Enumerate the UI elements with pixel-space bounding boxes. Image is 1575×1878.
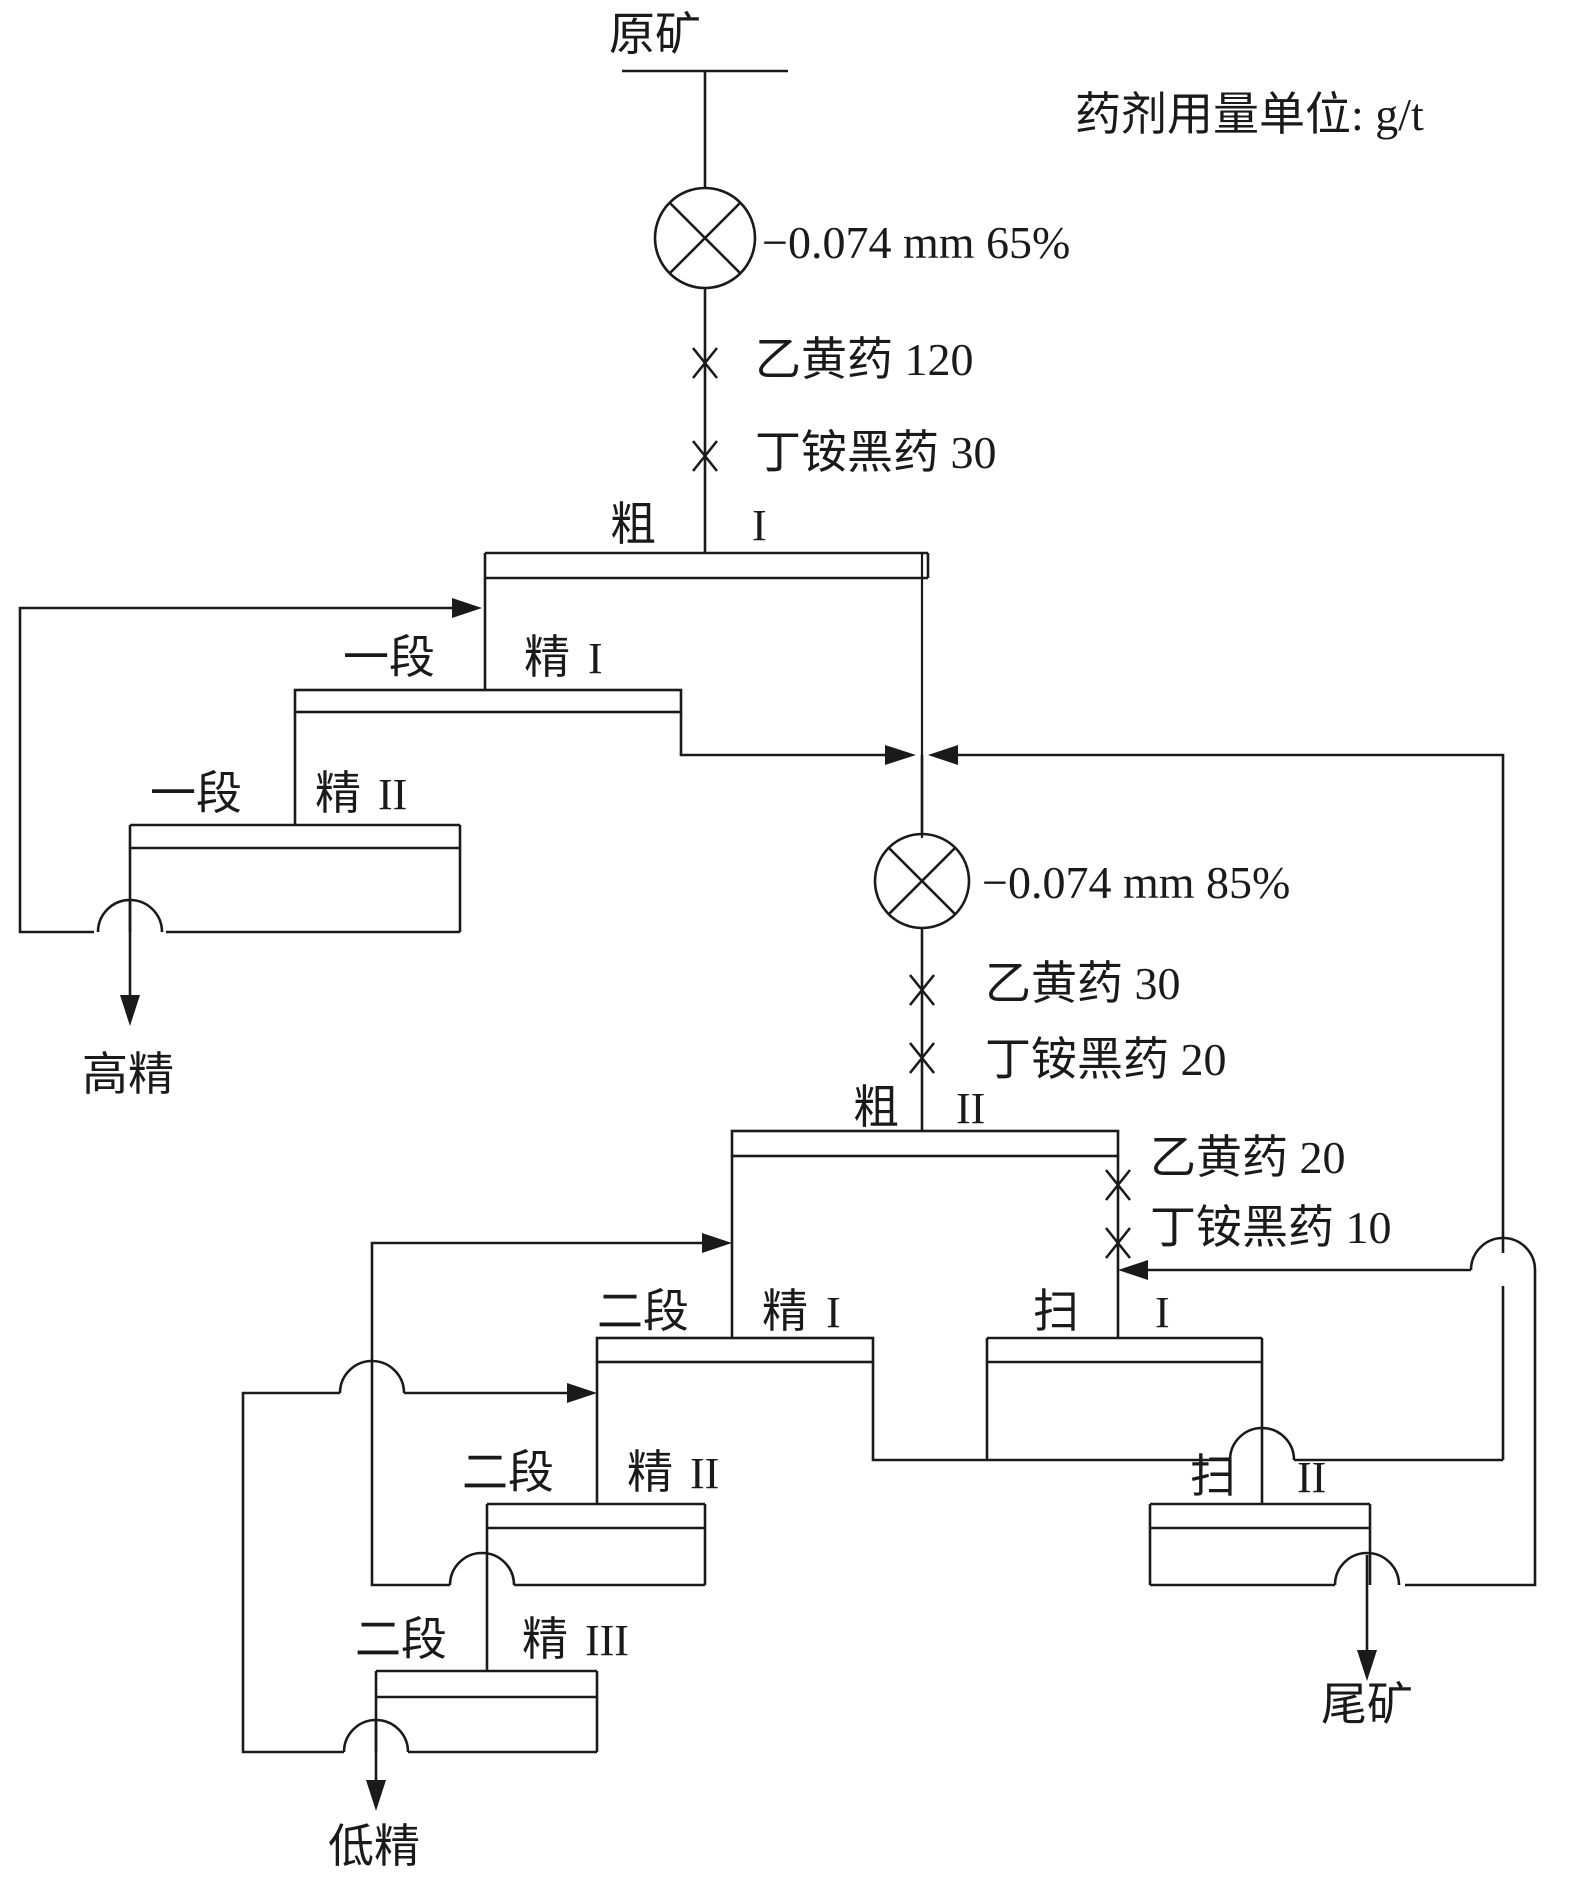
stage1-cleaner-1-tailing-arrowhead bbox=[885, 745, 916, 765]
grinding-mill-1-icon bbox=[653, 186, 757, 290]
reagent-addition-4-icon bbox=[908, 1042, 936, 1074]
stage1-cleaner-1-cell bbox=[293, 688, 683, 714]
scavenger-2-recycle-arrowhead bbox=[1118, 1260, 1148, 1280]
reagent-addition-6-icon bbox=[1104, 1227, 1132, 1259]
stage1-cleaner-2-cell bbox=[128, 823, 462, 934]
stage1-recycle-arrowhead bbox=[452, 598, 482, 618]
scavenger-1-cell bbox=[985, 1336, 1264, 1504]
scavenger-1-reagent-2: 丁铵黑药 10 bbox=[1150, 1202, 1392, 1253]
scavenger-1-name: 扫 bbox=[1033, 1286, 1079, 1337]
high-grade-concentrate-arrowhead bbox=[120, 995, 140, 1026]
rougher-1-reagent-2: 丁铵黑药 30 bbox=[755, 427, 997, 478]
stage1-cleaner-2-numeral: II bbox=[378, 770, 407, 819]
feed-label: 原矿 bbox=[609, 9, 701, 60]
reagent-addition-5-icon bbox=[1104, 1169, 1132, 1201]
grinding-mill-2-icon bbox=[873, 832, 971, 930]
rougher-1-reagent-1: 乙黄药 120 bbox=[755, 334, 974, 385]
scavenger-2-recycle-line bbox=[1148, 1268, 1537, 1587]
scavenger-recycle-arrowhead bbox=[928, 745, 958, 765]
rougher-1-cell bbox=[483, 551, 930, 690]
stage2-cleaner-1-stage: 二段 bbox=[597, 1286, 689, 1337]
stage2-cleaner-2-recycle-arrowhead bbox=[702, 1233, 732, 1253]
reagent-addition-3-icon bbox=[908, 974, 936, 1006]
stage2-cleaner-3-stage: 二段 bbox=[355, 1614, 447, 1665]
rougher-2-reagent-2: 丁铵黑药 20 bbox=[985, 1034, 1227, 1085]
stage2-cleaner-1-name: 精 bbox=[762, 1286, 808, 1337]
reagent-addition-2-icon bbox=[691, 440, 719, 472]
stage2-cleaner-3-name: 精 bbox=[522, 1614, 568, 1665]
stage2-cleaner-3-cell bbox=[374, 1669, 599, 1754]
low-grade-concentrate-arrowhead bbox=[366, 1780, 386, 1811]
stage1-cleaner-1-numeral: I bbox=[588, 634, 603, 683]
stage2-cleaner-2-stage: 二段 bbox=[462, 1447, 554, 1498]
rougher-1-name: 粗 bbox=[610, 499, 656, 550]
stage2-cleaner-2-numeral: II bbox=[690, 1449, 719, 1498]
rougher-2-cell bbox=[730, 1129, 1120, 1158]
stage2-cleaner-1-numeral: I bbox=[826, 1288, 841, 1337]
stage1-recycle-line bbox=[18, 606, 452, 934]
stage1-cleaner-1-tailing-line bbox=[679, 712, 885, 757]
stage2-cleaner-2-cell bbox=[485, 1502, 707, 1671]
rougher-2-reagent-1: 乙黄药 30 bbox=[985, 958, 1181, 1009]
scavenger-1-numeral: I bbox=[1155, 1288, 1170, 1337]
grinding-2-fineness: −0.074 mm 85% bbox=[982, 857, 1290, 908]
stage1-cleaner-2-stage: 一段 bbox=[150, 768, 242, 819]
scavenger-2-cell bbox=[1148, 1502, 1372, 1587]
stage2-cleaner-2-recycle-line bbox=[370, 1241, 702, 1587]
stage2-cleaner-1-tailing-line bbox=[871, 1362, 1230, 1462]
low-grade-concentrate-label: 低精 bbox=[328, 1821, 420, 1872]
grinding-1-fineness: −0.074 mm 65% bbox=[762, 217, 1070, 268]
rougher-1-numeral: I bbox=[752, 501, 767, 550]
stage2-cleaner-1-cell bbox=[595, 1336, 875, 1364]
stage2-cleaner-2-bridge-icon bbox=[448, 1551, 516, 1587]
stage2-cleaner-3-recycle-line bbox=[241, 1391, 567, 1754]
stage1-cleaner-1-name: 精 bbox=[524, 632, 570, 683]
tailings-label: 尾矿 bbox=[1321, 1679, 1413, 1730]
stage2-cleaner-3-numeral: III bbox=[585, 1616, 629, 1665]
reagent-addition-1-icon bbox=[691, 347, 719, 379]
tailings-arrowhead bbox=[1357, 1650, 1377, 1681]
stage1-cleaner-2-name: 精 bbox=[315, 768, 361, 819]
stage1-cleaner-1-stage: 一段 bbox=[343, 632, 435, 683]
rougher-2-numeral: II bbox=[956, 1084, 985, 1133]
scavenger-1-reagent-1: 乙黄药 20 bbox=[1150, 1132, 1346, 1183]
stage2-cleaner-3-recycle-arrowhead bbox=[567, 1383, 597, 1403]
scavenger-recycle-line bbox=[958, 753, 1505, 1253]
units-note: 药剂用量单位: g/t bbox=[1075, 89, 1424, 140]
stage2-cleaner-2-name: 精 bbox=[627, 1447, 673, 1498]
rougher-2-name: 粗 bbox=[853, 1082, 899, 1133]
high-grade-concentrate-label: 高精 bbox=[82, 1049, 174, 1100]
